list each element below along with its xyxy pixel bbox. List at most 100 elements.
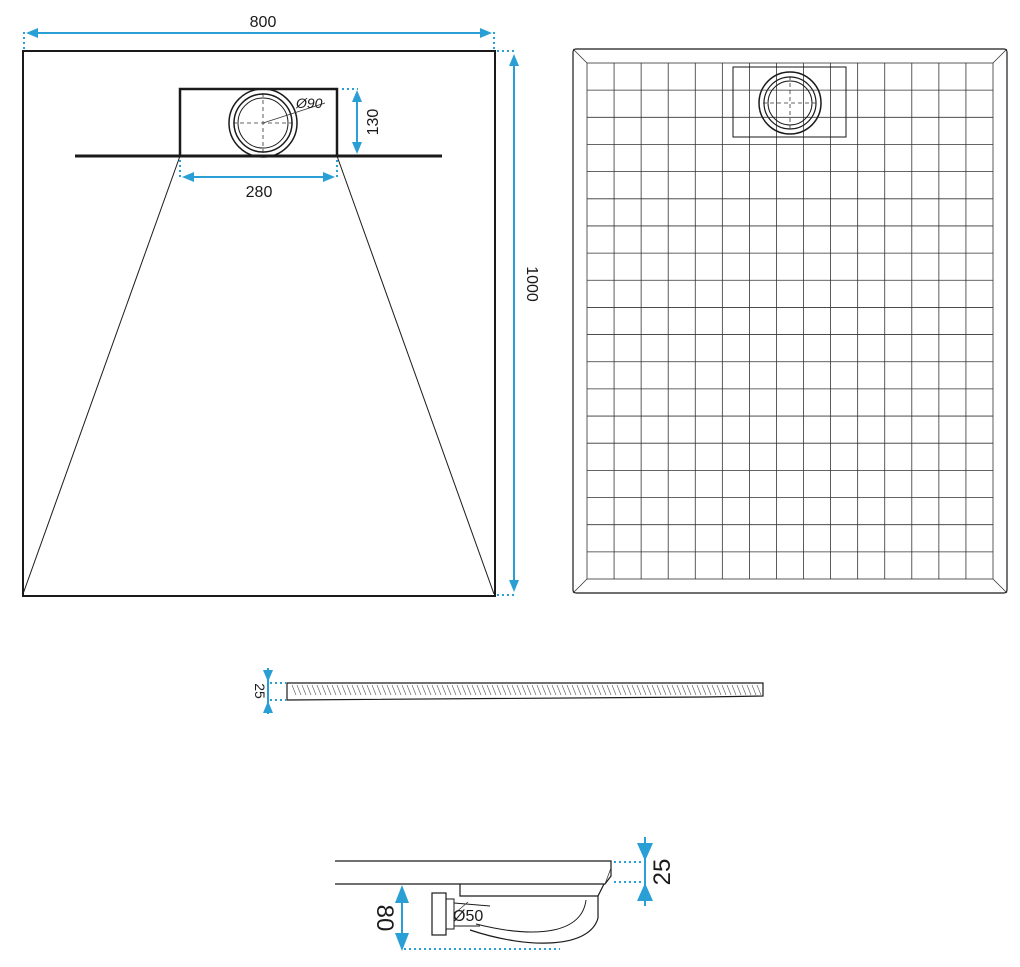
profile-hatch-line bbox=[466, 684, 472, 696]
profile-thickness-dimension bbox=[263, 668, 286, 714]
detail-thickness-label: 25 bbox=[649, 859, 676, 886]
profile-hatch-line bbox=[641, 684, 647, 696]
profile-hatch-line bbox=[736, 684, 742, 696]
profile-hatch-line bbox=[496, 684, 502, 696]
profile-hatch-line bbox=[416, 684, 422, 696]
profile-hatch-line bbox=[646, 684, 652, 696]
profile-hatch-line bbox=[651, 684, 657, 696]
profile-hatch-line bbox=[531, 684, 537, 696]
profile-hatch-line bbox=[586, 684, 592, 696]
profile-hatch-line bbox=[441, 684, 447, 696]
width-label: 800 bbox=[250, 14, 277, 31]
profile-hatch-line bbox=[471, 684, 477, 696]
detail-thickness-dimension bbox=[614, 837, 653, 906]
tray-outline bbox=[22, 50, 496, 597]
detail-waste-curve bbox=[469, 896, 599, 944]
profile-hatch-line bbox=[621, 684, 627, 696]
profile-hatch-line bbox=[756, 684, 762, 696]
profile-hatch-line bbox=[731, 684, 737, 696]
profile-hatch-line bbox=[561, 684, 567, 696]
profile-hatch-line bbox=[606, 684, 612, 696]
profile-hatch-line bbox=[311, 684, 317, 696]
detail-section-view: Ø50 25 80 bbox=[335, 837, 676, 951]
profile-hatch-line bbox=[396, 684, 402, 696]
drain-diameter-label: Ø90 bbox=[295, 95, 323, 111]
profile-hatch-line bbox=[356, 684, 362, 696]
width-dimension bbox=[23, 28, 495, 50]
tiled-top-view bbox=[572, 48, 1008, 594]
profile-hatch-line bbox=[711, 684, 717, 696]
profile-hatch-line bbox=[296, 684, 302, 696]
profile-hatch-line bbox=[741, 684, 747, 696]
profile-hatch-line bbox=[566, 684, 572, 696]
drain-depth-label: 130 bbox=[365, 109, 382, 136]
drain-grate-icon bbox=[228, 88, 326, 158]
profile-hatch-line bbox=[451, 684, 457, 696]
profile-hatch-line bbox=[546, 684, 552, 696]
profile-hatch-line bbox=[666, 684, 672, 696]
profile-hatch-line bbox=[656, 684, 662, 696]
profile-hatch-line bbox=[386, 684, 392, 696]
profile-hatch-line bbox=[456, 684, 462, 696]
profile-hatch-line bbox=[601, 684, 607, 696]
plan-view: Ø90 800 1000 130 bbox=[22, 14, 540, 597]
profile-hatch-line bbox=[686, 684, 692, 696]
profile-hatch-line bbox=[476, 684, 482, 696]
profile-hatch-line bbox=[371, 684, 377, 696]
profile-hatch-line bbox=[571, 684, 577, 696]
detail-outlet-pipe bbox=[431, 892, 491, 936]
profile-hatch-line bbox=[406, 684, 412, 696]
profile-hatch-line bbox=[556, 684, 562, 696]
profile-hatch-line bbox=[551, 684, 557, 696]
drain-width-dimension bbox=[179, 160, 338, 182]
profile-hatch-line bbox=[481, 684, 487, 696]
detail-waste-body bbox=[459, 883, 605, 897]
drain-width-label: 280 bbox=[246, 184, 273, 201]
profile-hatch-line bbox=[751, 684, 757, 696]
profile-hatch-line bbox=[536, 684, 542, 696]
tile-grid bbox=[587, 63, 993, 579]
profile-hatch-line bbox=[691, 684, 697, 696]
profile-hatch-line bbox=[436, 684, 442, 696]
detail-height-label: 80 bbox=[371, 905, 398, 932]
length-dimension bbox=[497, 50, 519, 596]
tiled-drain-grate-icon bbox=[758, 71, 822, 135]
profile-hatch-line bbox=[636, 684, 642, 696]
profile-hatch-line bbox=[336, 684, 342, 696]
profile-hatch-line bbox=[306, 684, 312, 696]
profile-hatch-line bbox=[511, 684, 517, 696]
detail-pipe-diameter-label: Ø50 bbox=[453, 908, 483, 925]
profile-hatch-line bbox=[326, 684, 332, 696]
profile-hatch-line bbox=[526, 684, 532, 696]
profile-hatch-line bbox=[541, 684, 547, 696]
profile-hatch-line bbox=[391, 684, 397, 696]
profile-hatch-line bbox=[411, 684, 417, 696]
profile-hatch-line bbox=[331, 684, 337, 696]
profile-hatch-line bbox=[381, 684, 387, 696]
profile-hatch-line bbox=[616, 684, 622, 696]
profile-hatch-line bbox=[726, 684, 732, 696]
profile-hatch-line bbox=[581, 684, 587, 696]
tiled-tray-inner bbox=[586, 62, 994, 580]
profile-hatch bbox=[291, 684, 762, 696]
profile-hatch-line bbox=[401, 684, 407, 696]
profile-hatch-line bbox=[596, 684, 602, 696]
profile-hatch-line bbox=[661, 684, 667, 696]
detail-height-dimension bbox=[395, 885, 560, 951]
detail-tray-slab bbox=[335, 860, 612, 885]
slope-line-right bbox=[336, 155, 495, 595]
side-profile-view: 25 bbox=[252, 668, 764, 714]
profile-hatch-line bbox=[516, 684, 522, 696]
profile-hatch-line bbox=[316, 684, 322, 696]
profile-hatch-line bbox=[506, 684, 512, 696]
profile-hatch-line bbox=[701, 684, 707, 696]
profile-hatch-line bbox=[631, 684, 637, 696]
profile-hatch-line bbox=[681, 684, 687, 696]
profile-hatch-line bbox=[716, 684, 722, 696]
tiled-drain-plate bbox=[732, 66, 847, 138]
slope-line-left bbox=[22, 155, 181, 595]
drain-depth-dimension bbox=[342, 88, 362, 154]
profile-hatch-line bbox=[341, 684, 347, 696]
profile-thickness-label: 25 bbox=[252, 683, 268, 699]
profile-hatch-line bbox=[501, 684, 507, 696]
